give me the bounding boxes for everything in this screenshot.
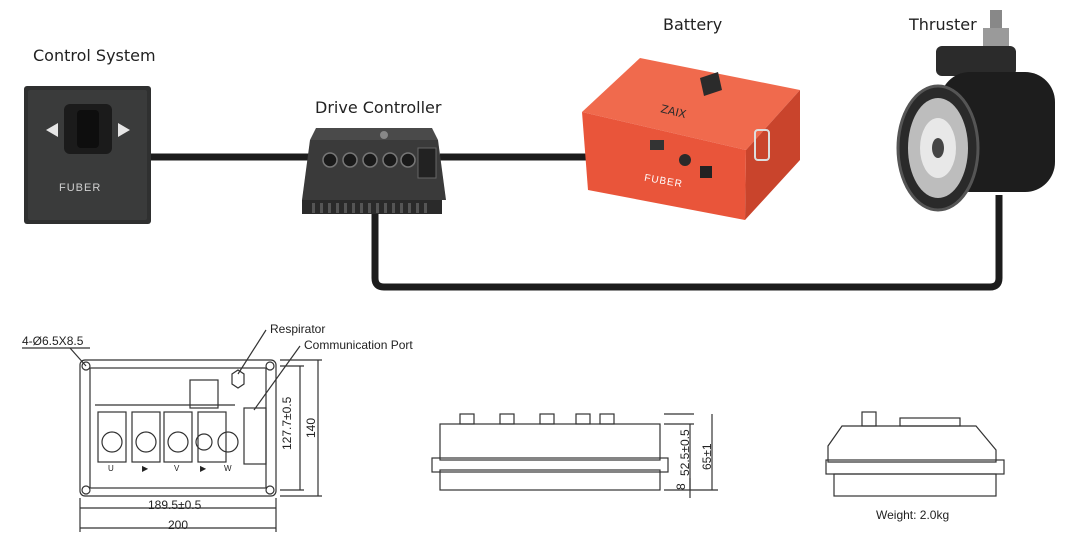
dim-side-outer: 65±1 xyxy=(700,443,714,470)
dim-side-inner: 52.5±0.5 xyxy=(678,429,692,476)
label-control-system: Control System xyxy=(33,46,156,65)
dim-height-inner: 127.7±0.5 xyxy=(280,396,294,450)
port-mark-arrow-1: ▶ xyxy=(142,464,149,473)
label-thruster: Thruster xyxy=(909,15,977,34)
dim-base: 8 xyxy=(674,483,688,490)
dim-height-outer: 140 xyxy=(304,417,318,438)
dim-width-outer: 200 xyxy=(168,518,189,532)
drive-controller-image xyxy=(302,128,446,214)
port-mark-arrow-2: ▶ xyxy=(200,464,207,473)
front-view-drawing xyxy=(431,413,718,498)
weight-label: Weight: 2.0kg xyxy=(876,508,950,522)
arrow-right-icon xyxy=(118,123,130,137)
dim-width-inner: 189.5±0.5 xyxy=(148,498,202,512)
label-drive-controller: Drive Controller xyxy=(315,98,442,117)
hole-spec-label: 4-Ø6.5X8.5 xyxy=(22,334,84,348)
port-mark-u: U xyxy=(108,464,114,473)
top-view-drawing xyxy=(22,329,322,532)
side-view-drawing xyxy=(825,411,1005,497)
port-mark-w: W xyxy=(224,464,232,473)
arrow-left-icon xyxy=(46,123,58,137)
control-system-panel xyxy=(24,86,151,224)
respirator-label: Respirator xyxy=(270,322,326,336)
svg-text:ZAIX: ZAIX xyxy=(659,102,688,121)
communication-port-label: Communication Port xyxy=(304,338,413,352)
label-battery: Battery xyxy=(663,15,723,34)
thruster-image xyxy=(896,10,1055,212)
control-brand-logo: FUBER xyxy=(59,182,102,194)
battery-image: ZAIX xyxy=(582,58,800,220)
cable-driver-to-thruster xyxy=(371,195,1003,291)
cable-lines xyxy=(150,153,1003,291)
port-mark-v: V xyxy=(174,464,180,473)
